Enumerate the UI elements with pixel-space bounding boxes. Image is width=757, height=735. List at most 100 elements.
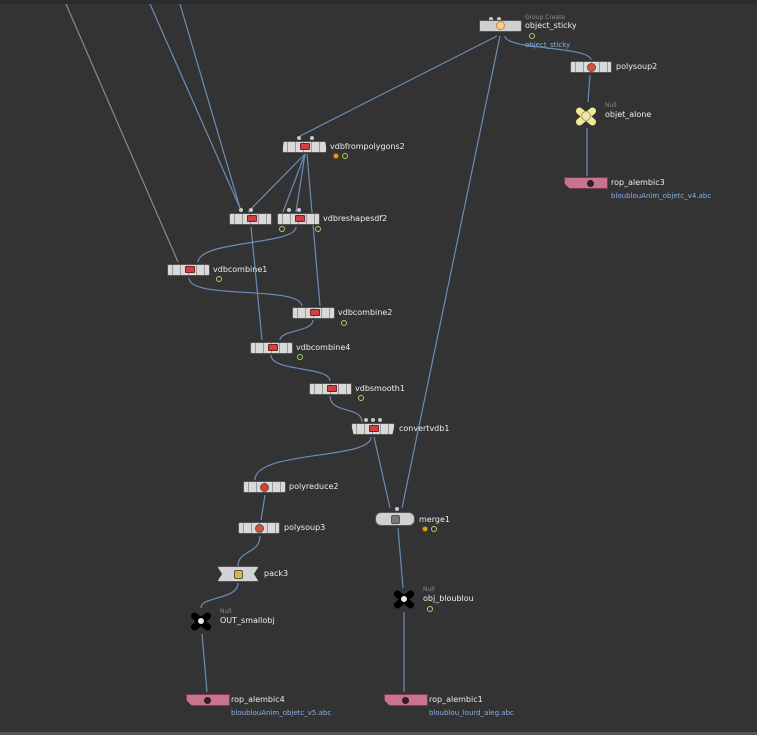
node-type-label: Null bbox=[423, 586, 435, 593]
node-name[interactable]: rop_alembic1 bbox=[429, 695, 483, 704]
vdb-icon bbox=[327, 385, 337, 392]
pack-icon bbox=[234, 570, 243, 579]
vdb-icon bbox=[310, 309, 320, 316]
flag-indicator bbox=[431, 526, 437, 532]
input-connector[interactable] bbox=[297, 136, 301, 140]
input-connector[interactable] bbox=[310, 136, 314, 140]
flag-indicator bbox=[341, 320, 347, 326]
wire bbox=[149, 3, 241, 209]
vdb-icon bbox=[369, 425, 379, 432]
pane-top-bar bbox=[0, 0, 757, 4]
input-connector[interactable] bbox=[371, 418, 375, 422]
wire bbox=[197, 226, 297, 263]
node-name[interactable]: rop_alembic3 bbox=[611, 178, 665, 187]
pane-bottom-border bbox=[0, 732, 757, 735]
node-name[interactable]: object_sticky bbox=[525, 21, 577, 30]
wire bbox=[299, 35, 498, 137]
input-connector[interactable] bbox=[395, 507, 399, 511]
node-name[interactable]: polyreduce2 bbox=[289, 482, 339, 491]
input-connector[interactable] bbox=[364, 418, 368, 422]
wire bbox=[401, 35, 501, 509]
wire bbox=[587, 74, 591, 103]
node-body[interactable] bbox=[564, 177, 608, 189]
polyreduce-icon bbox=[260, 483, 269, 492]
vdb-icon bbox=[300, 143, 310, 150]
wire bbox=[282, 153, 306, 213]
alembic-rop-icon bbox=[204, 697, 211, 704]
flag-indicator bbox=[427, 606, 433, 612]
polysoup-icon bbox=[587, 63, 596, 72]
node-name[interactable]: pack3 bbox=[264, 569, 289, 578]
node-name[interactable]: objet_alone bbox=[605, 110, 652, 119]
output-file-path: bloublou_lourd_aleg.abc bbox=[429, 709, 514, 717]
node-name[interactable]: OUT_smallobj bbox=[220, 616, 275, 625]
null-node-icon[interactable] bbox=[186, 609, 216, 633]
node-name[interactable]: convertvdb1 bbox=[399, 424, 450, 433]
node-name[interactable]: vdbsmooth1 bbox=[355, 384, 405, 393]
polysoup-icon bbox=[255, 524, 264, 533]
node-name[interactable]: vdbfrompolygons2 bbox=[330, 142, 405, 151]
flag-indicator bbox=[358, 395, 364, 401]
alembic-rop-icon bbox=[587, 180, 594, 187]
wire bbox=[188, 277, 303, 307]
wire bbox=[397, 527, 404, 589]
input-connector[interactable] bbox=[287, 208, 291, 212]
output-file-path: bloublouAnim_objetc_v5.abc bbox=[231, 709, 332, 717]
flag-indicator bbox=[279, 226, 285, 232]
node-type-label: Null bbox=[220, 608, 232, 615]
wire bbox=[329, 395, 363, 423]
wire bbox=[260, 494, 266, 521]
node-name[interactable]: vdbreshapesdf2 bbox=[323, 214, 388, 223]
wire bbox=[250, 226, 263, 341]
flag-indicator bbox=[342, 153, 348, 159]
flag-indicator bbox=[297, 354, 303, 360]
alembic-rop-icon bbox=[402, 697, 409, 704]
node-name[interactable]: vdbcombine1 bbox=[213, 265, 268, 274]
node-name[interactable]: merge1 bbox=[419, 515, 450, 524]
wire bbox=[179, 3, 241, 209]
node-name[interactable]: vdbcombine2 bbox=[338, 308, 393, 317]
input-connector[interactable] bbox=[239, 208, 243, 212]
vdb-icon bbox=[295, 215, 305, 222]
node-name[interactable]: rop_alembic4 bbox=[231, 695, 285, 704]
wire bbox=[306, 153, 321, 307]
null-node-icon[interactable] bbox=[571, 104, 601, 128]
group-create-icon bbox=[496, 21, 505, 30]
node-name[interactable]: obj_bloublou bbox=[423, 594, 474, 603]
warning-flag bbox=[422, 526, 428, 532]
wire bbox=[65, 3, 179, 263]
flag-indicator bbox=[216, 276, 222, 282]
input-connector[interactable] bbox=[378, 418, 382, 422]
wire bbox=[373, 436, 391, 509]
node-name[interactable]: polysoup2 bbox=[616, 62, 658, 71]
wire bbox=[504, 35, 592, 61]
wire bbox=[237, 535, 261, 567]
input-connector[interactable] bbox=[489, 17, 493, 21]
flag-indicator bbox=[529, 33, 535, 39]
wire bbox=[201, 633, 208, 693]
null-node-icon[interactable] bbox=[389, 587, 419, 611]
wire bbox=[247, 153, 306, 213]
wire bbox=[254, 436, 372, 481]
merge-icon bbox=[391, 515, 400, 524]
input-connector[interactable] bbox=[297, 208, 301, 212]
vdb-icon bbox=[185, 266, 195, 273]
wire bbox=[295, 153, 306, 213]
vdb-icon bbox=[247, 215, 257, 222]
wire bbox=[270, 354, 331, 382]
output-file-path: bloublouAnim_objetc_v4.abc bbox=[611, 192, 712, 200]
wire bbox=[279, 319, 314, 341]
node-type-label: Group Create bbox=[525, 14, 566, 21]
node-parameter-text: object_sticky bbox=[525, 41, 571, 49]
warning-flag bbox=[333, 153, 339, 159]
flag-indicator bbox=[315, 226, 321, 232]
vdb-icon bbox=[268, 344, 278, 351]
wire bbox=[200, 582, 239, 609]
node-name[interactable]: vdbcombine4 bbox=[296, 343, 351, 352]
input-connector[interactable] bbox=[249, 208, 253, 212]
node-name[interactable]: polysoup3 bbox=[284, 523, 326, 532]
node-type-label: Null bbox=[605, 102, 617, 109]
input-connector[interactable] bbox=[497, 17, 501, 21]
